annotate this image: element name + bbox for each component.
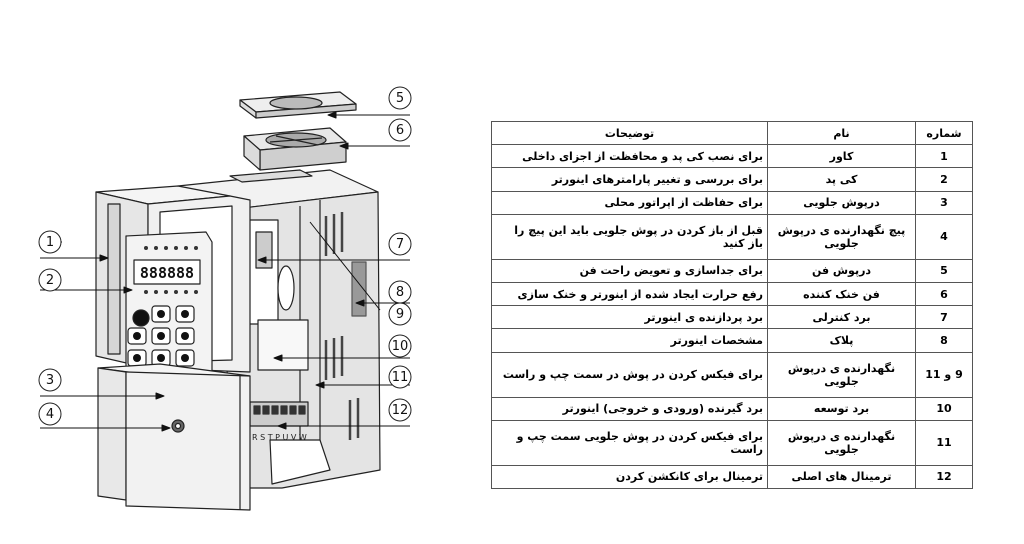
keypad-display: 888888 [140,264,194,282]
row-name: کی پد [767,167,916,192]
table-header-row: شماره نام توضیحات [491,121,973,145]
inverter-housing: R S T P U V W [177,169,381,489]
table-row: 1 کاور برای نصب کی پد و محافظت از اجزای … [491,143,973,169]
row-number: 10 [915,396,973,421]
row-name: ترمینال های اصلی [767,464,916,490]
callout-4 [38,402,62,426]
callout-6-label: 6 [396,123,404,138]
header-description: توضیحات [491,121,768,145]
row-name: پلاک [767,328,916,353]
row-number: 2 [915,167,973,192]
callout-1 [38,230,62,254]
callout-7 [388,232,412,256]
row-description: برای فیکس کردن در پوش در سمت چپ و راست [491,351,768,398]
row-name: نگهدارنده ی درپوش جلویی [767,351,916,398]
table-row: 6 فن خنک کننده رفع حرارت ایجاد شده از ای… [491,281,973,307]
callout-1-label: 1 [46,235,54,250]
front-cover [97,363,251,511]
row-description: برای جداسازی و تعویض راحت فن [491,258,768,283]
table-row: 10 برد توسعه برد گیرنده (ورودی و خروجی) … [491,396,973,421]
row-description: برد گیرنده (ورودی و خروجی) اینورتر [491,396,768,421]
row-number: 7 [915,305,973,330]
callout-4-label: 4 [46,407,54,422]
row-number: 4 [915,213,973,260]
row-description: رفع حرارت ایجاد شده از اینورتر و خنک ساز… [491,281,768,307]
parts-table: شماره نام توضیحات 1 کاور برای نصب کی پد … [491,121,973,490]
row-name: درپوش فن [767,258,916,283]
row-description: مشخصات اینورتر [491,328,768,353]
callout-2-label: 2 [46,273,54,288]
row-name: فن خنک کننده [767,281,916,307]
fan-cover [239,91,357,119]
callout-2 [38,268,62,292]
callout-5-label: 5 [396,91,404,106]
callout-6 [388,118,412,142]
table-row: 8 پلاک مشخصات اینورتر [491,328,973,353]
row-description: برای حفاظت از اپراتور محلی [491,190,768,215]
callout-10-label: 10 [392,339,409,354]
row-number: 1 [915,143,973,169]
row-number: 8 [915,328,973,353]
row-name: کاور [767,143,916,169]
callout-9-label: 9 [396,307,404,322]
callout-10 [388,334,412,358]
callout-3-label: 3 [46,373,54,388]
row-description: برای بررسی و تغییر پارامترهای اینورتر [491,167,768,192]
row-number: 11 [915,419,973,466]
callout-11 [388,365,412,389]
row-number: 6 [915,281,973,307]
keypad: 888888 [125,231,213,373]
table-row: 11 نگهدارنده ی درپوش جلویی برای فیکس کرد… [491,419,973,466]
callout-9 [388,302,412,326]
header-number: شماره [915,121,973,145]
callout-8-label: 8 [396,285,404,300]
table-row: 2 کی پد برای بررسی و تغییر پارامترهای ای… [491,167,973,192]
cooling-fan [243,127,347,171]
callout-12 [388,398,412,422]
table-row: 4 پیچ نگهدارنده ی درپوش جلویی قبل از باز… [491,213,973,260]
table-row: 12 ترمینال های اصلی ترمینال برای کانکشن … [491,464,973,490]
row-name: نگهدارنده ی درپوش جلویی [767,419,916,466]
row-name: پیچ نگهدارنده ی درپوش جلویی [767,213,916,260]
row-description: برد پردازنده ی اینورتر [491,305,768,330]
row-description: برای نصب کی پد و محافظت از اجزای داخلی [491,143,768,169]
callout-5 [388,86,412,110]
row-name: درپوش جلویی [767,190,916,215]
table-row: 7 برد کنترلی برد پردازنده ی اینورتر [491,305,973,330]
row-number: 12 [915,464,973,490]
row-name: برد توسعه [767,396,916,421]
row-description: قبل از باز کردن در پوش جلویی باید این پی… [491,213,768,260]
row-description: برای فیکس کردن در پوش جلویی سمت چپ و راس… [491,419,768,466]
header-name: نام [767,121,916,145]
row-number: 5 [915,258,973,283]
terminal-labels: R S T P U V W [252,433,307,442]
table-row: 5 درپوش فن برای جداسازی و تعویض راحت فن [491,258,973,283]
callout-11-label: 11 [392,370,409,385]
callout-3 [38,368,62,392]
callout-7-label: 7 [396,237,404,252]
callout-12-label: 12 [392,403,409,418]
row-number: 9 و 11 [915,351,973,398]
row-description: ترمینال برای کانکشن کردن [491,464,768,490]
row-name: برد کنترلی [767,305,916,330]
table-row: 9 و 11 نگهدارنده ی درپوش جلویی برای فیکس… [491,351,973,398]
table-row: 3 درپوش جلویی برای حفاظت از اپراتور محلی [491,190,973,215]
inverter-exploded-diagram: R S T P U V W 888888 [38,86,412,511]
row-number: 3 [915,190,973,215]
